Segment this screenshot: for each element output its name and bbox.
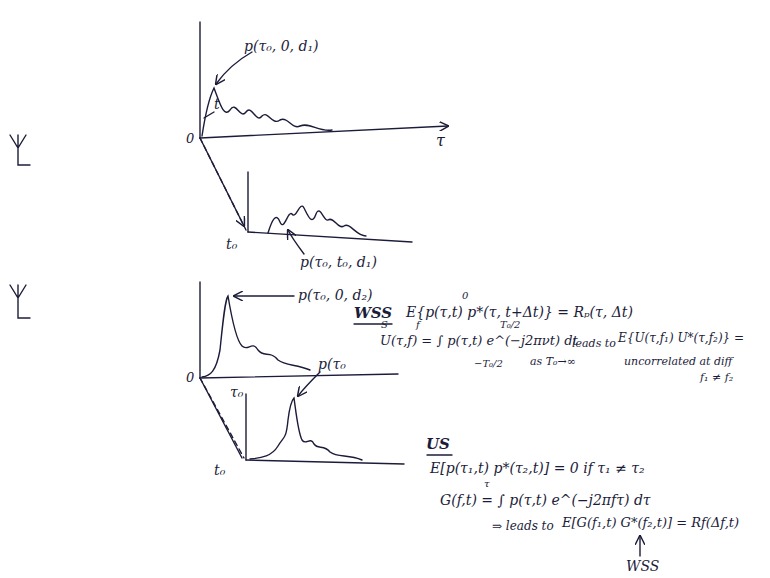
integral-limit: T₀/2 <box>500 319 520 331</box>
dashed-guide <box>200 138 246 230</box>
axis-label: t₀ <box>226 236 237 252</box>
annotation: S <box>381 319 388 331</box>
delay-profile-curve <box>202 296 310 377</box>
delay-axes <box>246 394 404 464</box>
equation: E[G(f₁,t) G*(f₂,t)] = Rf(Δf,t) <box>562 516 739 531</box>
curve-label: p(τ₀ <box>318 356 346 372</box>
delay-profile-curve <box>202 88 332 136</box>
axis-label: 0 <box>186 132 194 147</box>
leader-line <box>216 52 252 84</box>
integral-limit: τ <box>484 478 490 490</box>
pointer-arrow <box>639 536 640 556</box>
annotation: as T₀→∞ <box>530 356 576 369</box>
curve-label: p(τ₀, t₀, d₁) <box>300 254 377 270</box>
equation: E{p(τ,t) p*(τ, t+Δt)} = Rₚ(τ, Δt) <box>406 304 633 320</box>
equation: G(f,t) = ∫ p(τ,t) e^(−j2πfτ) dτ <box>440 492 651 508</box>
curve-label: p(τ₀, 0, d₁) <box>244 38 319 54</box>
equation: E{U(τ,f₁) U*(τ,f₂)} = <box>618 332 744 346</box>
leader-line <box>288 230 304 254</box>
annotation: 0 <box>462 290 468 302</box>
equation: E[p(τ₁,t) p*(τ₂,t)] = 0 if τ₁ ≠ τ₂ <box>430 460 645 476</box>
leader-line <box>298 372 320 396</box>
axis-label: τ <box>436 132 445 150</box>
axis-label: 0 <box>186 371 194 386</box>
underline <box>427 454 452 455</box>
delay-profile-curve <box>250 398 362 460</box>
antenna-symbol <box>10 135 30 165</box>
curve-label: p(τ₀, 0, d₂) <box>298 287 373 303</box>
delay-axes <box>248 172 412 242</box>
annotation: leads to <box>572 338 616 351</box>
annotation: f <box>416 319 420 331</box>
annotation: f₁ ≠ f₂ <box>700 372 733 385</box>
axis-label: τ₀ <box>230 384 243 400</box>
antenna-symbol <box>10 285 30 318</box>
dashed-guide <box>200 378 244 458</box>
axis-label: t <box>214 96 220 112</box>
delay-profile-curve <box>268 206 366 236</box>
equation: U(τ,f) = ∫ p(τ,t) e^(−j2πνt) dt <box>380 334 578 349</box>
delay-axes <box>200 22 448 226</box>
leader-line <box>234 295 294 296</box>
axis-label: t₀ <box>214 462 225 478</box>
integral-limit: −T₀/2 <box>474 358 503 370</box>
annotation: ⇒ leads to <box>492 520 554 534</box>
section-heading: US <box>426 436 450 453</box>
annotation: WSS <box>626 558 659 574</box>
annotation: uncorrelated at diff <box>624 356 732 369</box>
